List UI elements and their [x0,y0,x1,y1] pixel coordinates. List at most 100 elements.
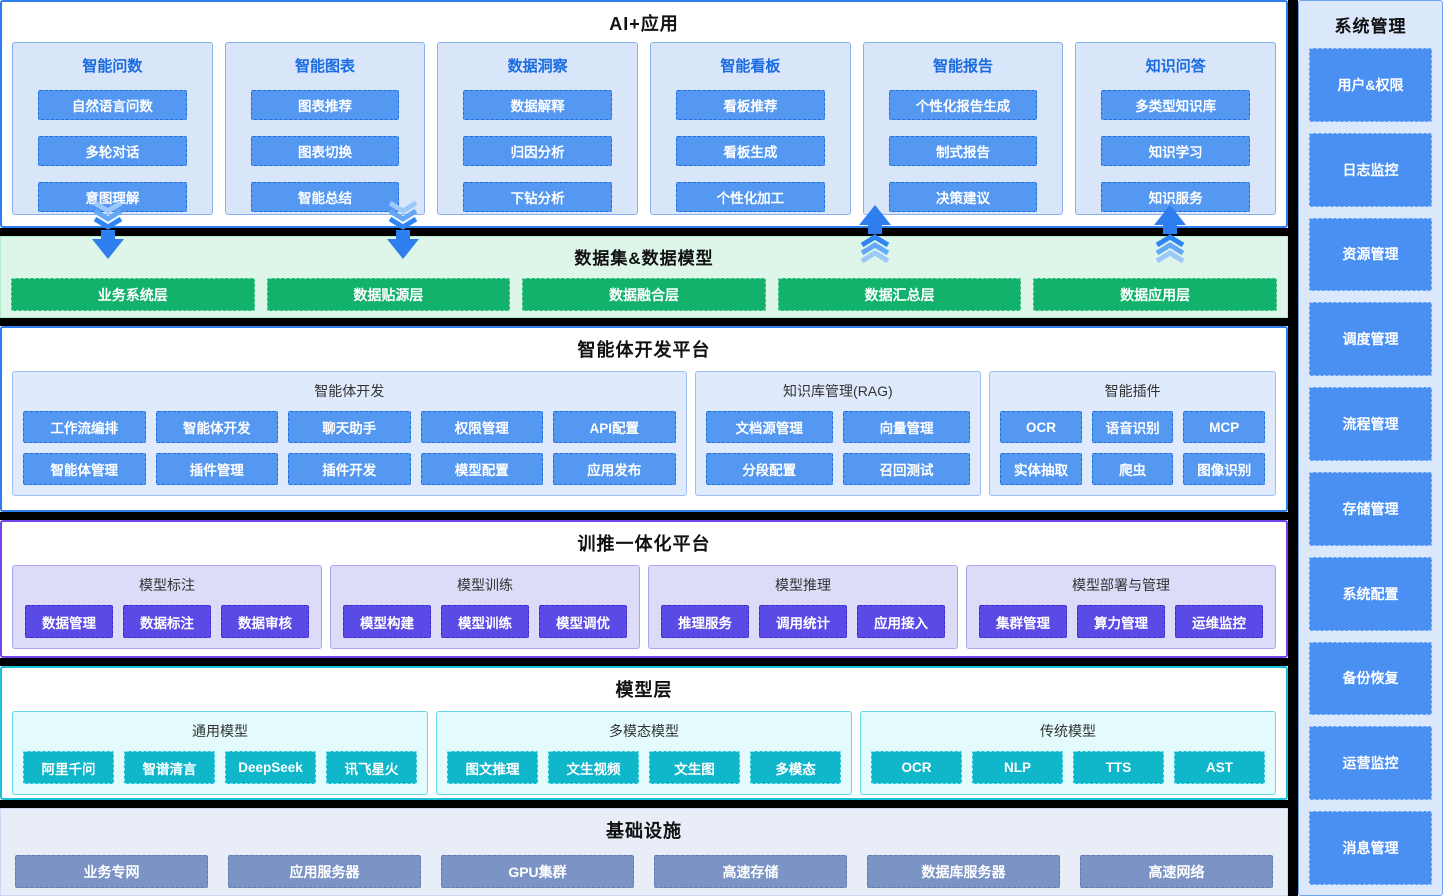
feature-block: 多类型知识库 [1101,90,1251,120]
feature-block: MCP [1183,411,1265,443]
feature-block: 应用接入 [857,605,945,638]
feature-block: 数据管理 [25,605,113,638]
ai-apps-title: AI+应用 [609,14,679,34]
model-block: 多模态 [750,751,841,784]
layer-training-platform: 训推一体化平台 模型标注 数据管理数据标注数据审核 模型训练 模型构建模型训练模… [0,520,1288,658]
feature-block: 智能总结 [250,182,400,212]
app-column-title: 数据洞察 [507,58,568,75]
feature-block: 语音识别 [1091,411,1174,443]
infra-block: 数据库服务器 [867,855,1060,888]
data-model-title: 数据集&数据模型 [574,249,714,268]
feature-block: 插件开发 [288,453,411,485]
training-groups: 模型标注 数据管理数据标注数据审核 模型训练 模型构建模型训练模型调优 模型推理 [2,565,1286,649]
app-column-items: 图表推荐图表切换智能总结 [250,90,400,212]
feature-block: 智能体管理 [23,453,146,485]
sidebar-block: 流程管理 [1309,387,1432,461]
sidebar-block: 用户&权限 [1309,48,1432,122]
model-block: NLP [972,751,1063,784]
app-column-title: 智能看板 [720,58,781,75]
data-layer-block: 数据贴源层 [266,278,511,311]
sidebar-block: 存储管理 [1309,471,1432,546]
data-layer-block: 数据融合层 [522,278,766,311]
app-column-card: 智能问数 自然语言问数多轮对话意图理解 [12,42,213,215]
feature-block: OCR [1000,411,1082,443]
app-column-card: 智能报告 个性化报告生成制式报告决策建议 [862,42,1064,215]
group-items: 模型构建模型训练模型调优 [343,605,627,638]
training-group: 模型标注 数据管理数据标注数据审核 [12,565,322,649]
app-column-items: 多类型知识库知识学习知识服务 [1101,90,1251,212]
main-column: AI+应用 智能问数 自然语言问数多轮对话意图理解 智能图表 图表推荐图表切换智… [0,0,1288,896]
group-title: 智能体开发 [314,383,385,399]
layer-data-model: 数据集&数据模型 业务系统层数据贴源层数据融合层数据汇总层数据应用层 [0,236,1288,318]
model-block: 智谱清言 [124,751,215,784]
sidebar-system-management: 系统管理 用户&权限日志监控资源管理调度管理流程管理存储管理系统配置备份恢复运营… [1298,0,1443,896]
layer-divider [0,318,1288,326]
group-title: 模型部署与管理 [1072,577,1170,593]
sidebar-block: 日志监控 [1309,132,1432,207]
feature-block: 算力管理 [1077,605,1165,638]
sidebar-block: 资源管理 [1309,217,1432,292]
infra-block: 应用服务器 [228,855,421,888]
app-column-title: 知识问答 [1145,58,1206,75]
feature-block: 模型配置 [420,453,543,485]
sidebar-title: 系统管理 [1334,17,1407,36]
feature-block: 个性化加工 [676,182,825,212]
feature-block: 意图理解 [38,182,187,212]
model-block: 文生视频 [548,751,639,784]
infra-block: GPU集群 [441,855,634,888]
sidebar-block: 备份恢复 [1309,641,1432,716]
feature-block: 聊天助手 [288,411,411,443]
model-block: DeepSeek [225,751,316,784]
feature-block: 知识服务 [1101,182,1251,212]
model-block: 阿里千问 [23,751,114,784]
feature-block: 权限管理 [420,411,543,443]
feature-block: 爬虫 [1091,453,1174,485]
model-block: AST [1174,751,1265,784]
layer-divider [0,512,1288,520]
training-group: 模型推理 推理服务调用统计应用接入 [648,565,958,649]
group-title: 多模态模型 [609,723,679,739]
group-items: 图文推理文生视频文生图多模态 [447,751,841,784]
app-column-items: 看板推荐看板生成个性化加工 [676,90,825,212]
data-layer-block: 业务系统层 [11,278,255,311]
model-block: TTS [1073,751,1164,784]
app-column-items: 个性化报告生成制式报告决策建议 [888,90,1038,212]
training-group: 模型训练 模型构建模型训练模型调优 [330,565,640,649]
app-column-title: 智能报告 [933,58,994,75]
layer-divider [0,800,1288,808]
feature-block: 归因分析 [463,136,613,166]
feature-block: 决策建议 [888,182,1038,212]
group-title: 传统模型 [1040,723,1096,739]
feature-block: 模型调优 [539,605,627,638]
group-items: 阿里千问智谱清言 DeepSeek 讯飞星火 [23,751,417,784]
feature-block: 知识学习 [1101,136,1251,166]
feature-block: 数据标注 [123,605,211,638]
feature-block: 多轮对话 [38,136,187,166]
feature-block: 图表推荐 [250,90,400,120]
sidebar-divider [1288,0,1298,896]
group-title: 智能插件 [1104,383,1161,399]
model-block: 讯飞星火 [326,751,417,784]
app-column-items: 数据解释归因分析下钻分析 [463,90,613,212]
agent-platform-title: 智能体开发平台 [577,340,711,360]
group-items: 数据管理数据标注数据审核 [25,605,309,638]
training-platform-title: 训推一体化平台 [577,534,711,554]
feature-block: 运维监控 [1175,605,1263,638]
data-layer-block: 数据汇总层 [777,278,1022,311]
model-block: 文生图 [649,751,740,784]
data-model-items: 业务系统层数据贴源层数据融合层数据汇总层数据应用层 [1,278,1287,311]
feature-block: 图表切换 [250,136,400,166]
app-column-card: 智能图表 图表推荐图表切换智能总结 [224,42,426,215]
feature-block: 集群管理 [979,605,1067,638]
feature-block: 推理服务 [661,605,749,638]
feature-block: 图像识别 [1183,453,1265,485]
feature-block: 文档源管理 [705,411,833,443]
feature-block: 插件管理 [155,453,278,485]
app-column-card: 数据洞察 数据解释归因分析下钻分析 [437,42,639,215]
